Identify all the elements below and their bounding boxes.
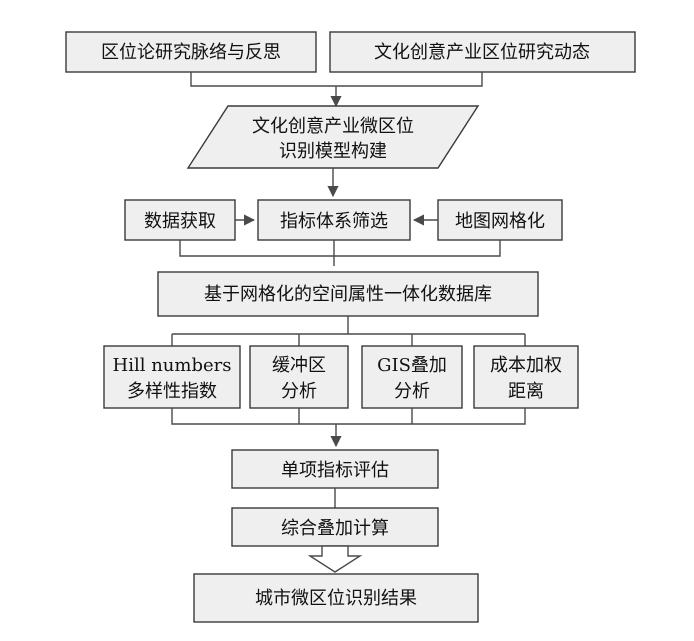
hill-label-line2: 多样性指数: [127, 381, 217, 402]
data-acquisition-label: 数据获取: [144, 211, 216, 232]
gis-label-line2: 分析: [394, 381, 430, 402]
hill-numbers-box: [103, 345, 241, 409]
connector-row3-merge: [179, 240, 501, 266]
gis-label-line1: GIS叠加: [377, 355, 447, 376]
single-eval-label: 单项指标评估: [281, 460, 389, 481]
top-right-box: [329, 31, 636, 73]
connector-methods-merge: [171, 408, 526, 425]
overlay-calc-box: [231, 507, 439, 547]
database-box: [157, 271, 539, 317]
single-eval-box: [231, 449, 439, 489]
buffer-label-line2: 分析: [281, 381, 317, 402]
overlay-calc-label: 综合叠加计算: [281, 518, 389, 539]
top-right-label: 文化创意产业区位研究动态: [374, 42, 590, 63]
result-label: 城市微区位识别结果: [255, 588, 417, 609]
result-box: [193, 573, 479, 623]
hollow-arrow: [307, 545, 363, 573]
model-parallelogram: [186, 105, 480, 169]
connector-top-merge: [190, 72, 483, 104]
buffer-box: [249, 345, 349, 409]
indicator-screening-label: 指标体系筛选: [280, 211, 388, 232]
map-grid-label: 地图网格化: [455, 211, 545, 232]
model-label-line2: 识别模型构建: [279, 141, 387, 162]
buffer-label-line1: 缓冲区: [272, 355, 326, 376]
cost-label-line1: 成本加权: [490, 355, 562, 376]
top-left-label: 区位论研究脉络与反思: [101, 42, 281, 63]
connector-db-split: [171, 316, 526, 346]
hill-label-line1: Hill numbers: [113, 355, 232, 376]
cost-label-line2: 距离: [508, 381, 544, 402]
model-label-line1: 文化创意产业微区位: [252, 116, 414, 137]
top-left-box: [65, 31, 317, 73]
cost-weighted-box: [473, 345, 579, 409]
database-label: 基于网格化的空间属性一体化数据库: [204, 284, 492, 305]
gis-overlay-box: [361, 345, 463, 409]
